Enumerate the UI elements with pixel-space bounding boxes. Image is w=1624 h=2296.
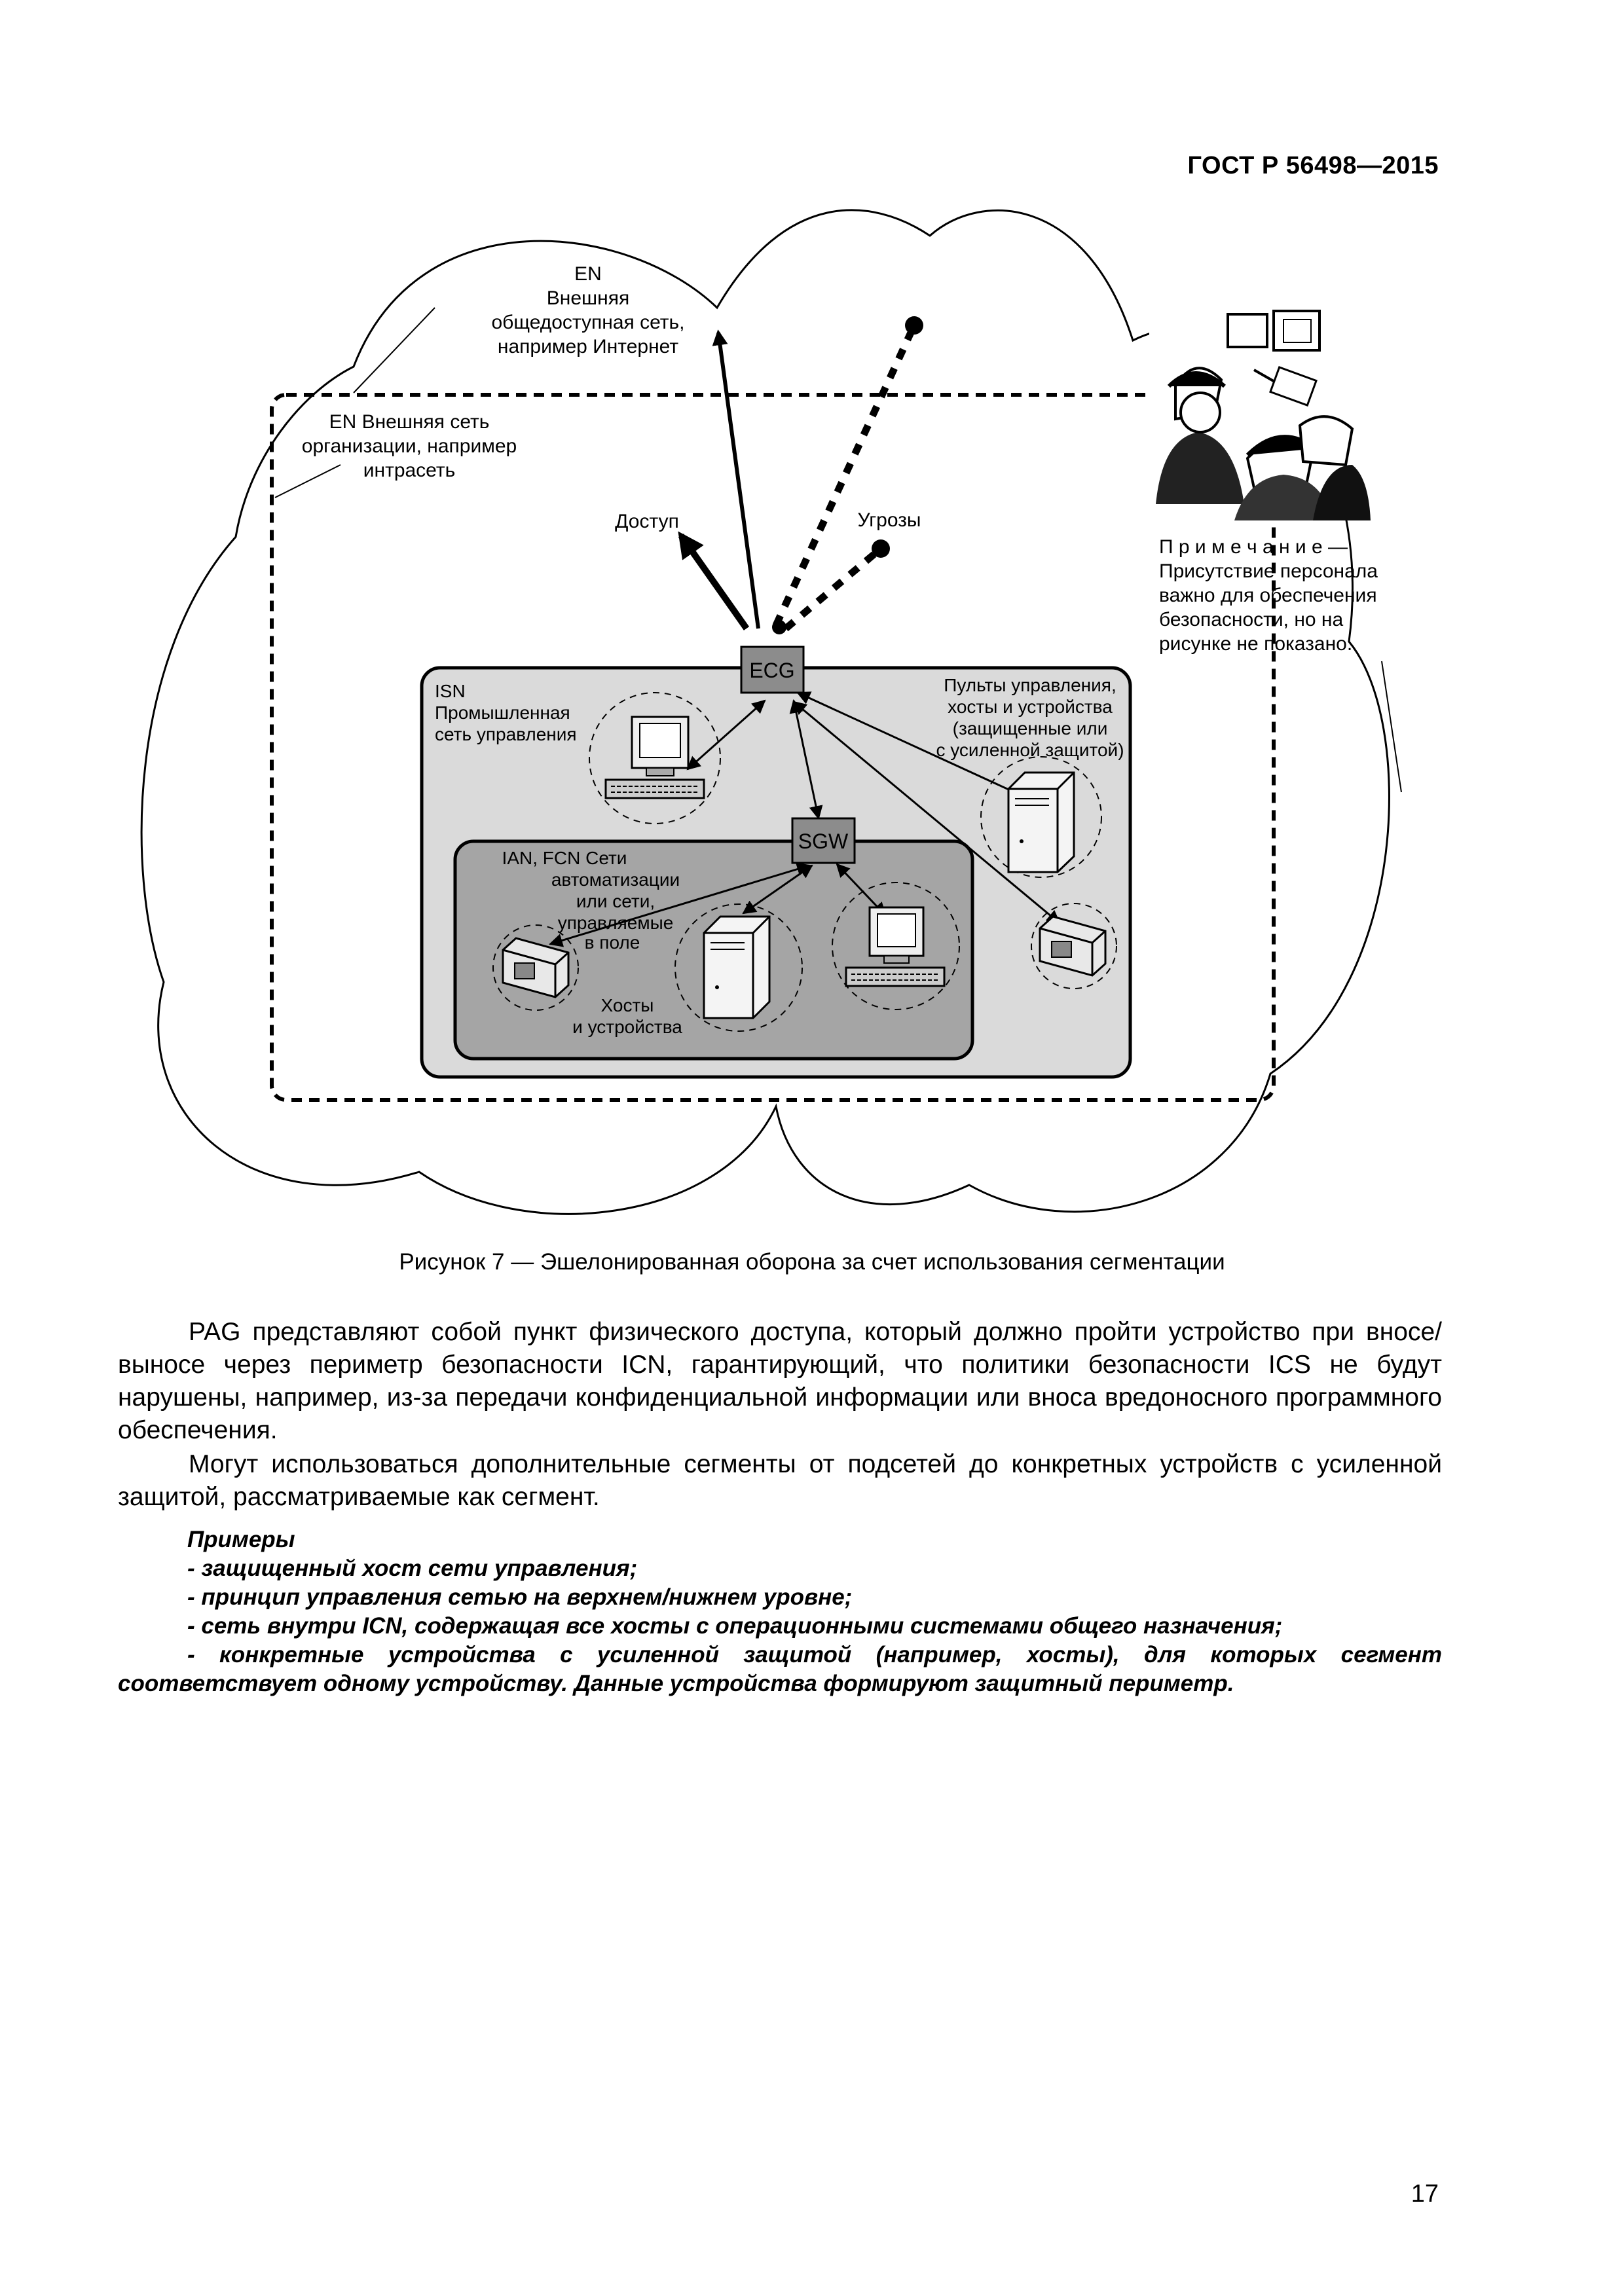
ecg-box bbox=[740, 646, 805, 694]
note-line-3: важно для обеспечения bbox=[1159, 585, 1377, 606]
paragraph-segments: Могут использоваться дополнительные сегм… bbox=[118, 1448, 1442, 1514]
access-arrow-public bbox=[712, 329, 760, 629]
server-icon bbox=[703, 915, 771, 1019]
ecg-label: ECG bbox=[749, 659, 794, 682]
device-circle-small-ian bbox=[492, 924, 579, 1011]
device-icon bbox=[1039, 915, 1107, 977]
document-header: ГОСТ Р 56498—2015 bbox=[1187, 152, 1439, 179]
note-line-5: рисунке не показано. bbox=[1159, 633, 1352, 655]
threat-dot-2 bbox=[872, 539, 890, 558]
workstation-icon bbox=[845, 906, 946, 987]
example-item: - защищенный хост сети управления; bbox=[187, 1556, 638, 1581]
en-org-line-1: EN Внешняя сеть bbox=[329, 411, 490, 433]
hosts-line-1: Хосты bbox=[601, 995, 654, 1015]
leader-en-org bbox=[274, 464, 341, 498]
server-icon bbox=[1007, 771, 1075, 873]
isn-line-1: ISN bbox=[435, 681, 466, 701]
leader-note bbox=[1381, 661, 1402, 793]
example-item: - сеть внутри ICN, содержащая все хосты … bbox=[187, 1613, 1283, 1639]
en-public-line-2: Внешняя bbox=[547, 287, 629, 309]
paragraph-pag: PAG представляют собой пункт физического… bbox=[118, 1316, 1442, 1447]
device-circle-small-isn bbox=[1031, 903, 1117, 989]
threat-dot-3 bbox=[772, 620, 786, 634]
en-public-line-4: например Интернет bbox=[498, 336, 678, 357]
ian-line-1: IAN, FCN Сети bbox=[502, 848, 627, 868]
cloud-outline bbox=[140, 209, 1390, 1215]
threat-line-1 bbox=[773, 323, 917, 627]
note-line-1: П р и м е ч а н и е — bbox=[1159, 536, 1348, 558]
ian-line-5: в поле bbox=[585, 932, 640, 953]
sgw-box bbox=[791, 817, 856, 864]
personnel-illustration bbox=[1149, 308, 1372, 520]
label-threats: Угрозы bbox=[857, 509, 921, 531]
segmentation-diagram: ECG SGW bbox=[140, 209, 1402, 1215]
access-arrow-org bbox=[678, 531, 750, 630]
en-org-line-3: интрасеть bbox=[363, 460, 456, 481]
label-en-public: EN Внешняя общедоступная сеть, например … bbox=[492, 263, 685, 357]
label-access: Доступ bbox=[615, 511, 679, 532]
consoles-line-3: (защищенные или bbox=[953, 718, 1108, 738]
label-isn: ISN Промышленная сеть управления bbox=[435, 681, 577, 744]
workstation-icon bbox=[604, 716, 705, 799]
en-public-line-1: EN bbox=[574, 263, 602, 285]
label-consoles: Пульты управления, хосты и устройства (з… bbox=[936, 675, 1124, 760]
link-ecg-pc bbox=[686, 699, 766, 771]
ian-line-4: управляемые bbox=[558, 913, 674, 933]
isn-line-2: Промышленная bbox=[435, 702, 570, 723]
examples-title: Примеры bbox=[187, 1527, 295, 1552]
consoles-line-4: с усиленной защитой) bbox=[936, 740, 1124, 760]
label-note: П р и м е ч а н и е — Присутствие персон… bbox=[1159, 536, 1378, 655]
link-sgw-server bbox=[742, 864, 813, 915]
label-hosts: Хосты и устройства bbox=[572, 995, 682, 1037]
ian-line-3: или сети, bbox=[576, 891, 655, 911]
note-line-4: безопасности, но на bbox=[1159, 609, 1343, 630]
note-line-2: Присутствие персонала bbox=[1159, 560, 1378, 582]
hosts-line-2: и устройства bbox=[572, 1017, 682, 1037]
threat-line-2 bbox=[783, 545, 883, 632]
threat-dot-1 bbox=[905, 316, 923, 335]
page-number: 17 bbox=[1411, 2180, 1439, 2208]
sgw-label: SGW bbox=[798, 829, 849, 853]
consoles-line-1: Пульты управления, bbox=[944, 675, 1116, 695]
leader-en-public bbox=[353, 307, 435, 393]
device-icon bbox=[502, 937, 570, 998]
example-item: - конкретные устройства с усиленной защи… bbox=[118, 1642, 1442, 1696]
enterprise-perimeter bbox=[270, 393, 1276, 1102]
paragraph-segments-text: Могут использоваться дополнительные сегм… bbox=[118, 1450, 1442, 1511]
label-en-org: EN Внешняя сеть организации, например ин… bbox=[302, 411, 517, 481]
isn-line-3: сеть управления bbox=[435, 724, 577, 744]
example-item: - принцип управления сетью на верхнем/ни… bbox=[187, 1584, 853, 1610]
paragraph-pag-text: PAG представляют собой пункт физического… bbox=[118, 1318, 1442, 1444]
ian-line-2: автоматизации bbox=[551, 869, 680, 890]
label-ian-fcn: IAN, FCN Сети автоматизации или сети, уп… bbox=[502, 848, 680, 953]
link-ecg-small bbox=[792, 701, 1061, 924]
en-public-line-3: общедоступная сеть, bbox=[492, 312, 685, 333]
en-org-line-2: организации, например bbox=[302, 435, 517, 457]
examples-block: Примеры - защищенный хост сети управлени… bbox=[118, 1525, 1442, 1698]
consoles-line-2: хосты и устройства bbox=[948, 697, 1113, 717]
figure-caption: Рисунок 7 — Эшелонированная оборона за с… bbox=[399, 1249, 1225, 1275]
